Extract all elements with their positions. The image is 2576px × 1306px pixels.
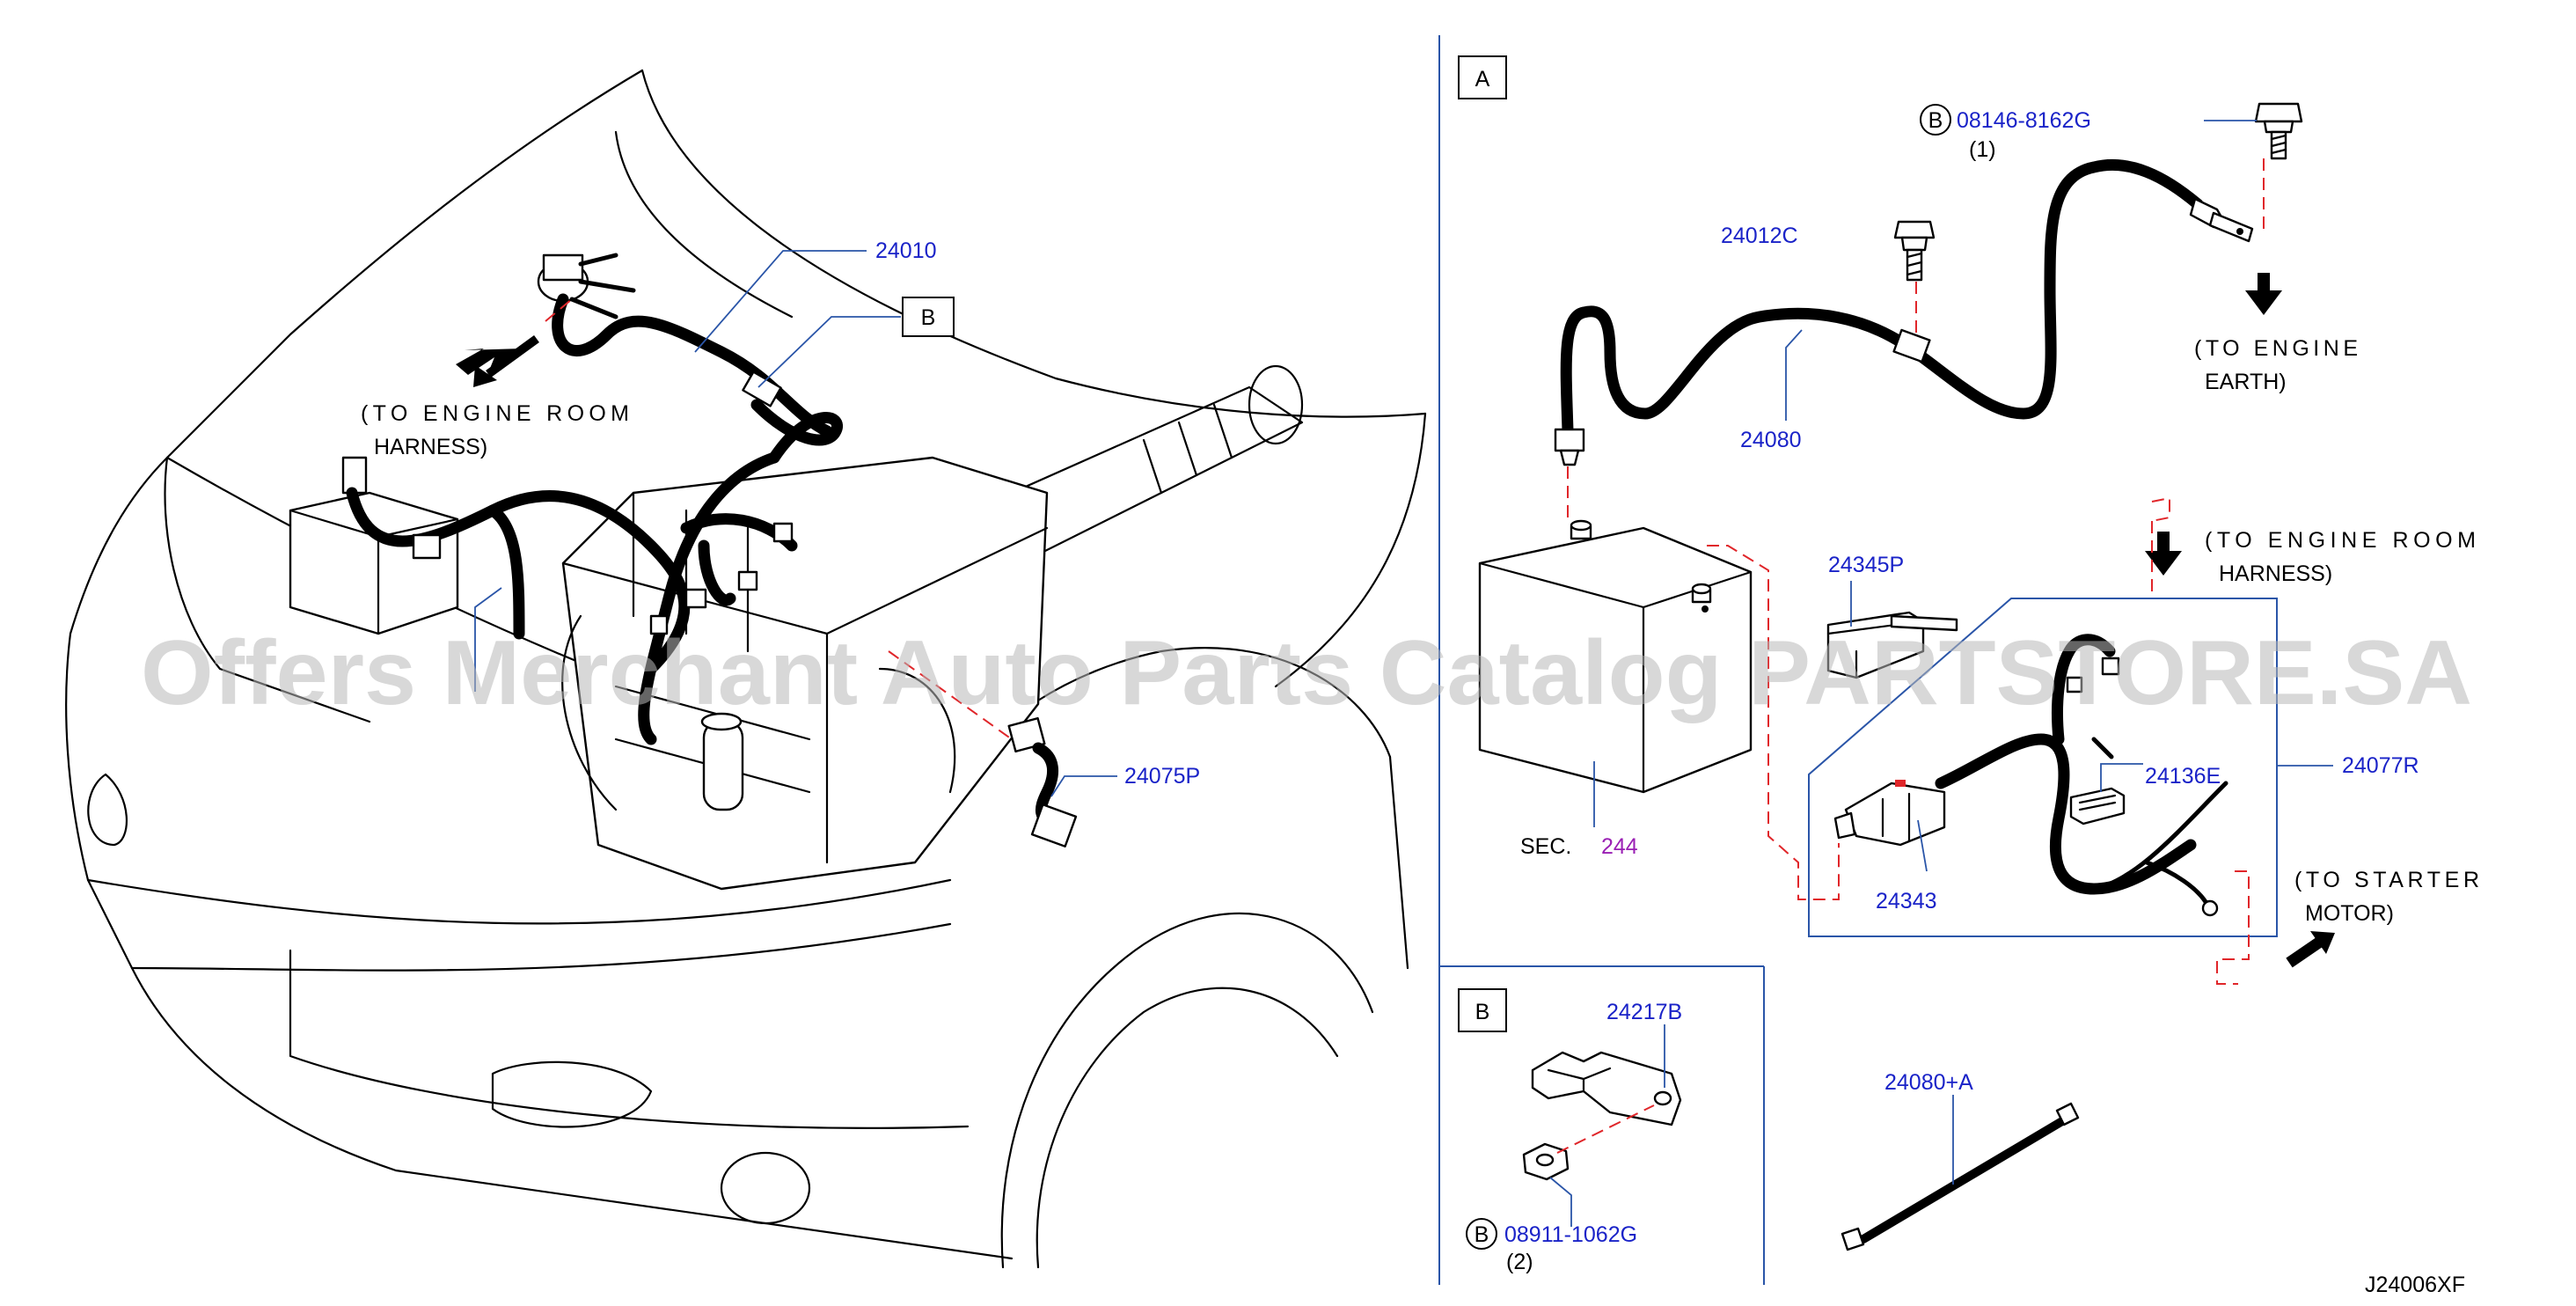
label-24217b: 24217B <box>1606 1000 1682 1024</box>
note-engine-earth-1: (TO ENGINE <box>2194 336 2358 361</box>
label-sec: SEC. <box>1520 834 1571 859</box>
bolt-24012c <box>1893 220 1936 282</box>
section-a-marker-box <box>1458 55 1507 99</box>
note-engine-room-a-1: (TO ENGINE ROOM <box>2205 528 2476 553</box>
leaders-main <box>474 250 1117 797</box>
connector-24136e <box>2069 787 2126 825</box>
bolt-08146-8162g <box>2254 102 2303 160</box>
label-24080a: 24080+A <box>1884 1070 1973 1095</box>
section-a-marker: A <box>1475 67 1490 92</box>
bolt-prefix-b-circle <box>1920 104 1951 136</box>
note-engine-room-main-2: HARNESS) <box>374 435 487 459</box>
label-24136e: 24136E <box>2145 764 2221 789</box>
section-a: A <box>1458 55 2479 985</box>
nut-prefix-b-circle <box>1466 1218 1497 1250</box>
arrow-engine-earth <box>2245 273 2282 315</box>
label-24010: 24010 <box>875 238 937 263</box>
fusible-link-24343 <box>1833 780 1946 847</box>
label-24077r: 24077R <box>2342 753 2419 778</box>
view-b-callout-box <box>902 297 955 337</box>
note-starter-1: (TO STARTER <box>2294 868 2479 892</box>
harness-24010 <box>346 293 843 745</box>
arrow-starter-motor <box>2286 931 2335 968</box>
label-24080: 24080 <box>1740 428 1802 452</box>
note-starter-2: MOTOR) <box>2305 901 2394 926</box>
arrow-main-engine-room <box>456 334 539 387</box>
section-separators <box>1438 35 1765 1285</box>
diagram-code: J24006XF <box>2365 1273 2465 1297</box>
bolt-prefix-b: B <box>1928 108 1943 133</box>
arrow-a-engine-room <box>2145 532 2182 576</box>
label-24012c: 24012C <box>1721 224 1798 248</box>
note-engine-earth-2: EARTH) <box>2205 370 2287 394</box>
cable-24080 <box>1554 158 2254 466</box>
watermark: Offers Merchant Auto Parts Catalog PARTS… <box>141 622 2472 724</box>
harness-24077r <box>1935 634 2228 917</box>
note-engine-room-main-1: (TO ENGINE ROOM <box>361 401 629 426</box>
section-b: B 24217B B 08911-1062G (2) <box>1458 988 1682 1274</box>
battery-main-view <box>289 456 459 635</box>
label-08146-qty: (1) <box>1969 137 1996 162</box>
relay-connector-top <box>537 253 636 319</box>
harness-24075p <box>1007 716 1078 847</box>
view-b-callout: B <box>921 305 936 330</box>
nut-08911-1062g <box>1522 1142 1570 1181</box>
battery-section-a <box>1478 519 1753 794</box>
label-24345p: 24345P <box>1828 553 1904 577</box>
label-nut-qty: (2) <box>1506 1250 1533 1274</box>
label-sec-244: 244 <box>1601 834 1638 859</box>
label-24075p: 24075P <box>1124 764 1200 789</box>
section-b-marker-box <box>1458 988 1507 1032</box>
note-engine-room-a-2: HARNESS) <box>2219 561 2332 586</box>
label-24343: 24343 <box>1876 889 1937 913</box>
bracket-24345p <box>1826 611 1958 679</box>
label-08911-1062g: 08911-1062G <box>1504 1222 1637 1247</box>
loose-part-24080a: 24080+A <box>1841 1070 2080 1251</box>
label-08146-8162g: 08146-8162G <box>1957 108 2091 133</box>
nut-prefix-b: B <box>1475 1222 1489 1247</box>
bracket-24217b <box>1531 1051 1682 1126</box>
section-b-marker: B <box>1475 1000 1490 1024</box>
